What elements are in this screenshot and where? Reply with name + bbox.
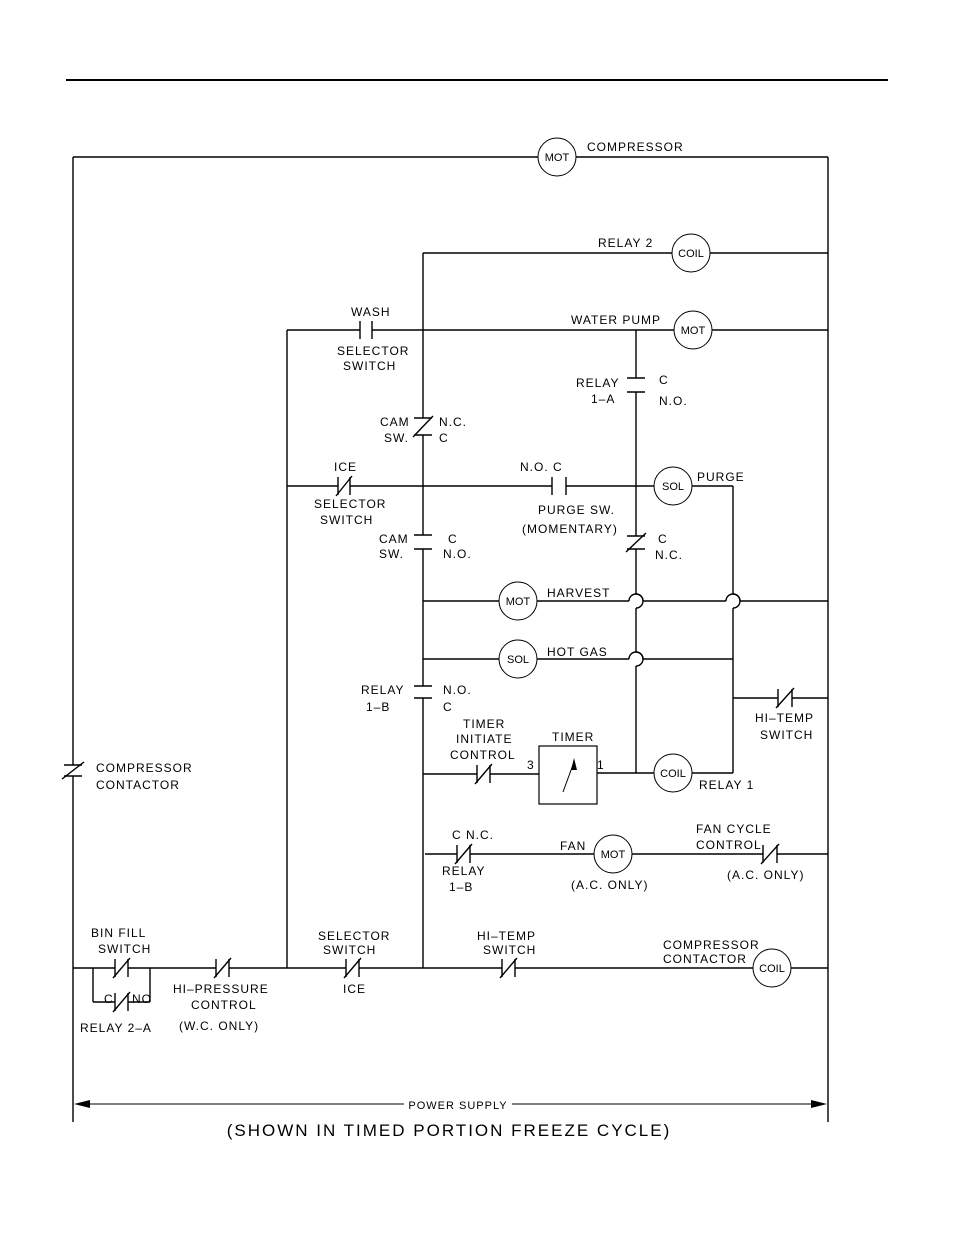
component-label: MOT (506, 596, 531, 608)
label-switch: SWITCH (343, 359, 396, 373)
timer-needle-icon (571, 758, 577, 770)
coil-relay-2: COIL (671, 233, 711, 273)
component-label: MOT (601, 849, 626, 861)
label-switch: SWITCH (320, 513, 373, 527)
label-wc-only: (W.C. ONLY) (179, 1019, 259, 1033)
label-relay-1b: RELAY (361, 683, 404, 697)
label-initiate: INITIATE (456, 732, 512, 746)
label-c-nc: C N.C. (452, 828, 494, 842)
label-no: N.O. (443, 683, 472, 697)
label-ac-only: (A.C. ONLY) (727, 868, 804, 882)
label-no: N.O. (659, 394, 688, 408)
timer-box (538, 745, 598, 805)
label-no-c: N.O. C (520, 460, 563, 474)
label-c: C (439, 431, 449, 445)
label-hot-gas: HOT GAS (547, 645, 608, 659)
label-nc: N.C. (439, 415, 467, 429)
label-nc: N.C. (655, 548, 683, 562)
label-compressor: COMPRESSOR (663, 938, 760, 952)
component-label: COIL (660, 768, 686, 780)
motor-harvest: MOT (498, 581, 538, 621)
label-ice: ICE (334, 460, 357, 474)
wires (72, 156, 829, 1122)
label-c: C (443, 700, 453, 714)
coil-relay-1: COIL (653, 753, 693, 793)
label-control: CONTROL (696, 838, 762, 852)
label-cam: CAM (380, 415, 410, 429)
coil-compressor-contactor: COIL (752, 948, 792, 988)
label-1b: 1–B (366, 700, 390, 714)
label-water-pump: WATER PUMP (571, 313, 661, 327)
label-sw: SW. (384, 431, 409, 445)
label-switch: SWITCH (323, 943, 376, 957)
label-compressor: COMPRESSOR (587, 140, 684, 154)
label-relay-1a: RELAY (576, 376, 619, 390)
label-ac-only: (A.C. ONLY) (571, 878, 648, 892)
labels: COMPRESSOR RELAY 2 WASH SELECTOR SWITCH … (80, 140, 814, 1140)
label-power-supply: POWER SUPPLY (408, 1100, 507, 1112)
label-timer: TIMER (463, 717, 505, 731)
label-sw: SW. (379, 547, 404, 561)
label-fan: FAN (560, 839, 586, 853)
component-label: MOT (545, 152, 570, 164)
label-fan-cycle: FAN CYCLE (696, 822, 772, 836)
label-control: CONTROL (450, 748, 516, 762)
label-hi-temp: HI–TEMP (477, 929, 536, 943)
label-cam: CAM (379, 532, 409, 546)
diagram-caption: (SHOWN IN TIMED PORTION FREEZE CYCLE) (227, 1121, 672, 1140)
contacts (61, 321, 795, 1013)
solenoid-purge: SOL (653, 466, 693, 506)
label-terminal-1: 1 (597, 758, 605, 772)
component-label: SOL (662, 481, 684, 493)
component-label: COIL (678, 248, 704, 260)
label-switch: SWITCH (760, 728, 813, 742)
label-purge-sw: PURGE SW. (538, 503, 615, 517)
label-wash: WASH (351, 305, 391, 319)
label-ice: ICE (343, 982, 366, 996)
label-relay-2: RELAY 2 (598, 236, 653, 250)
label-c-small: C (104, 992, 114, 1006)
motor-water-pump: MOT (673, 310, 713, 350)
label-hi-pressure: HI–PRESSURE (173, 982, 269, 996)
label-timer-box: TIMER (552, 730, 594, 744)
label-selector: SELECTOR (337, 344, 409, 358)
label-c: C (659, 373, 669, 387)
label-relay: RELAY (442, 864, 485, 878)
label-1a: 1–A (591, 392, 615, 406)
label-relay-2a: RELAY 2–A (80, 1021, 152, 1035)
motor-fan: MOT (593, 834, 633, 874)
label-purge: PURGE (697, 470, 745, 484)
label-relay-1: RELAY 1 (699, 778, 754, 792)
label-1b: 1–B (449, 880, 473, 894)
solenoid-hot-gas: SOL (498, 639, 538, 679)
label-harvest: HARVEST (547, 586, 610, 600)
label-control: CONTROL (191, 998, 257, 1012)
motor-compressor: MOT (537, 137, 577, 177)
component-label: COIL (759, 963, 785, 975)
label-contactor: CONTACTOR (663, 952, 747, 966)
component-label: MOT (681, 325, 706, 337)
component-label: SOL (507, 654, 529, 666)
label-selector: SELECTOR (314, 497, 386, 511)
label-no-small: NO (132, 992, 152, 1006)
label-contactor: CONTACTOR (96, 778, 180, 792)
label-momentary: (MOMENTARY) (522, 522, 618, 536)
label-selector: SELECTOR (318, 929, 390, 943)
label-terminal-3: 3 (527, 758, 535, 772)
label-hi-temp: HI–TEMP (755, 711, 814, 725)
label-switch: SWITCH (483, 943, 536, 957)
label-c: C (448, 532, 458, 546)
label-switch: SWITCH (98, 942, 151, 956)
label-c: C (658, 532, 668, 546)
power-supply-arrow (74, 1100, 827, 1108)
label-compressor: COMPRESSOR (96, 761, 193, 775)
label-bin-fill: BIN FILL (91, 926, 146, 940)
label-no: N.O. (443, 547, 472, 561)
